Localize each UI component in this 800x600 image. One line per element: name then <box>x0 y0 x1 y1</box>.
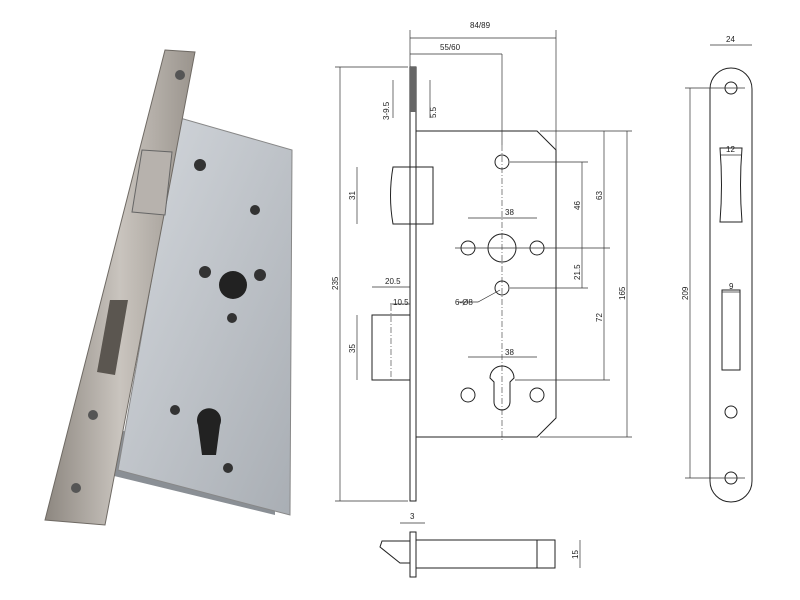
dim-cylinder-hole-spacing: 38 <box>505 348 514 357</box>
dim-faceplate-range: 3-9.5 <box>382 101 391 120</box>
screw-hole <box>71 483 81 493</box>
case-hole <box>223 463 233 473</box>
case-hole <box>194 159 206 171</box>
dim-faceplate-thickness: 3 <box>410 512 415 521</box>
front-view-drawing: 84/89 55/60 3-9.5 5.5 31 235 38 46 63 21… <box>331 21 632 502</box>
dim-spindle-to-hole: 21.5 <box>573 264 582 280</box>
screw-hole <box>88 410 98 420</box>
dim-deadbolt-projection: 20.5 <box>385 277 401 286</box>
dim-deadbolt-offset: 10.5 <box>393 298 409 307</box>
case-hole <box>227 313 237 323</box>
bottom-view-drawing: 3 15 <box>379 512 581 578</box>
lock-photo <box>44 49 293 526</box>
dim-spindle-to-cylinder: 72 <box>595 313 604 322</box>
case-hole <box>250 205 260 215</box>
case-hole <box>199 266 211 278</box>
lock-case <box>117 117 293 516</box>
case-hole <box>170 405 180 415</box>
latch-bolt <box>131 149 173 216</box>
dim-overall-depth: 84/89 <box>470 21 491 30</box>
dim-top-hole-to-spindle: 46 <box>573 201 582 210</box>
dim-latch-slot-width: 12 <box>726 145 735 154</box>
dim-faceplate-offset: 5.5 <box>429 106 438 118</box>
deadbolt-slot <box>97 300 128 375</box>
spindle-hole <box>219 271 247 299</box>
dim-spindle-hole-spacing: 38 <box>505 208 514 217</box>
screw-hole <box>175 70 185 80</box>
dim-overall-height: 235 <box>331 276 340 290</box>
faceplate-view-drawing: 24 12 209 9 <box>681 35 753 503</box>
case-hole <box>254 269 266 281</box>
dim-deadbolt-height: 35 <box>348 344 357 353</box>
dim-mounting-holes: 6-Ø8 <box>455 298 473 307</box>
dim-backset: 55/60 <box>440 43 461 52</box>
dim-faceplate-width: 24 <box>726 35 735 44</box>
dim-body-height: 165 <box>618 286 627 300</box>
dim-screw-spacing: 209 <box>681 286 690 300</box>
dim-body-top-to-spindle: 63 <box>595 191 604 200</box>
dim-body-thickness: 15 <box>571 550 580 559</box>
dim-latch-height: 31 <box>348 191 357 200</box>
dim-deadbolt-slot-width: 9 <box>729 282 734 291</box>
cylinder-hole <box>197 408 221 455</box>
